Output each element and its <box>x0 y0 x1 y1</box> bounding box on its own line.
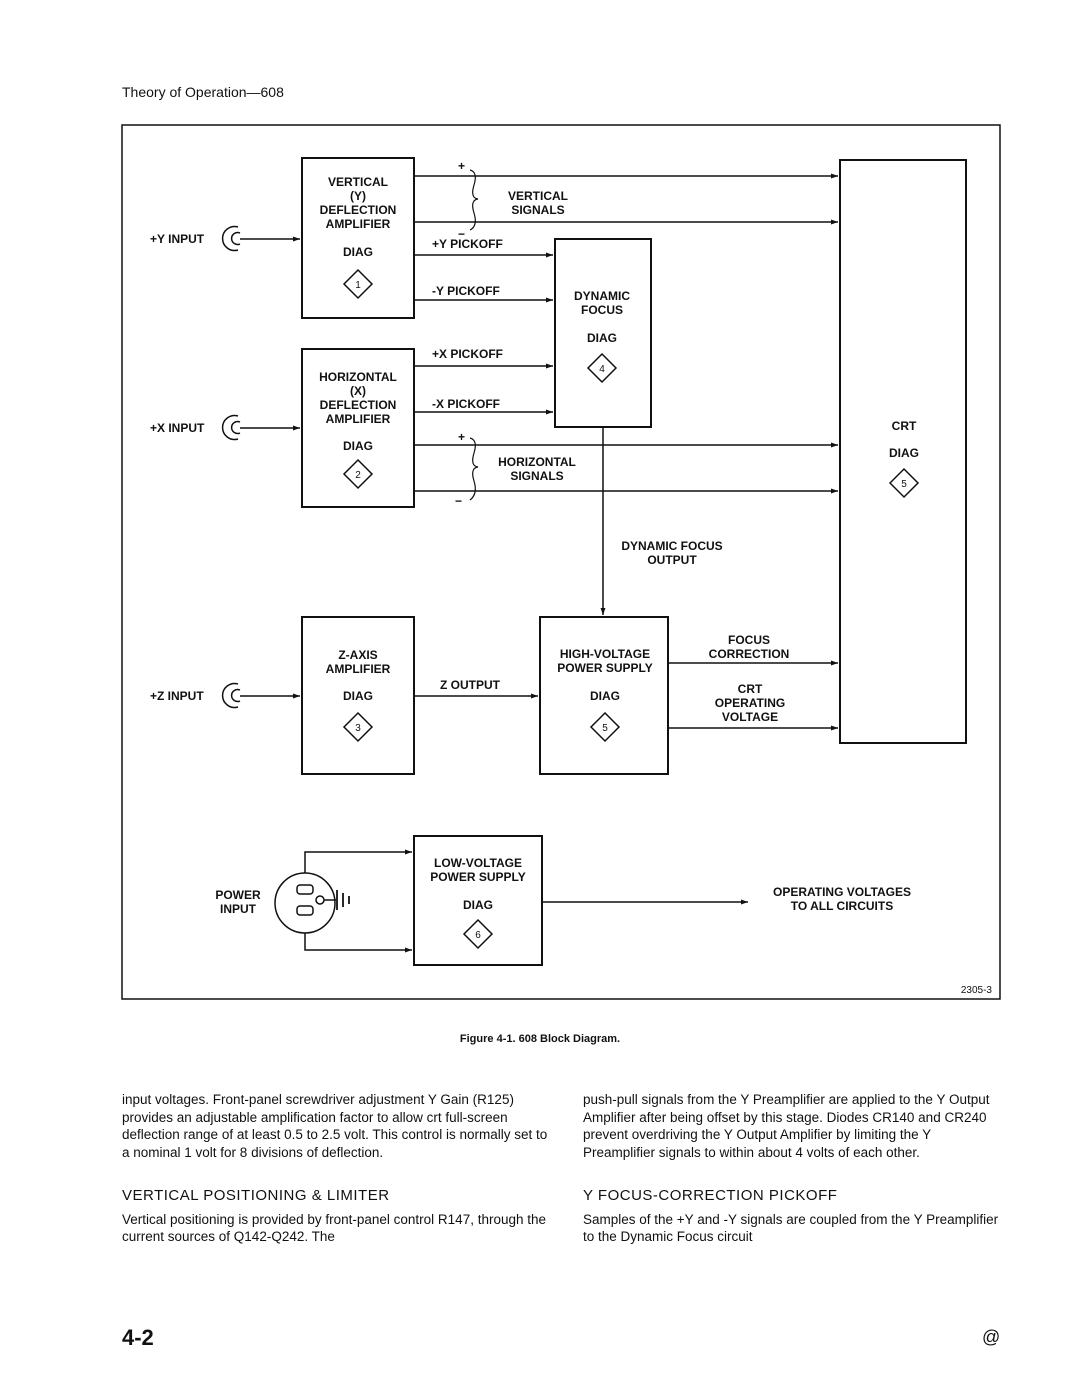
vertical-signals-label: VERTICAL <box>508 189 568 203</box>
figure-caption: Figure 4-1. 608 Block Diagram. <box>459 1033 621 1045</box>
hv-supply-text: HIGH-VOLTAGE POWER SUPPLY DIAG <box>557 647 653 703</box>
svg-text:HIGH-VOLTAGE: HIGH-VOLTAGE <box>560 647 650 661</box>
diag-1-icon: 1 <box>342 268 374 300</box>
crt-operating-voltage-label-3: VOLTAGE <box>722 710 778 724</box>
svg-text:6: 6 <box>475 930 481 941</box>
svg-text:(X): (X) <box>350 384 366 398</box>
svg-text:DIAG: DIAG <box>343 689 373 703</box>
focus-correction-label-2: CORRECTION <box>709 647 790 661</box>
ground-icon <box>336 890 350 910</box>
diag-6-icon: 6 <box>462 918 494 950</box>
svg-text:5: 5 <box>602 723 608 734</box>
svg-text:1: 1 <box>355 280 361 291</box>
horizontal-amp-text: HORIZONTAL (X) DEFLECTION AMPLIFIER DIAG <box>319 370 397 453</box>
svg-text:FOCUS: FOCUS <box>581 303 623 317</box>
svg-text:DIAG: DIAG <box>463 898 493 912</box>
svg-text:DIAG: DIAG <box>587 331 617 345</box>
footer-mark: @ <box>982 1327 1001 1347</box>
left-column: input voltages. Front-panel screwdriver … <box>122 1091 552 1246</box>
horizontal-signals-label: HORIZONTAL <box>498 455 576 469</box>
hv-supply-block <box>539 616 669 775</box>
right-paragraph-1: push-pull signals from the Y Preamplifie… <box>583 1092 990 1160</box>
block-diagram: VERTICAL (Y) DEFLECTION AMPLIFIER DIAG 1… <box>121 124 1001 1000</box>
power-input-label: POWER <box>215 888 261 902</box>
vertical-amp-block <box>301 157 415 319</box>
svg-text:(Y): (Y) <box>350 189 366 203</box>
z-output-label: Z OUTPUT <box>440 678 501 692</box>
x-input-label: +X INPUT <box>150 421 205 435</box>
figure-id: 2305-3 <box>961 985 993 996</box>
left-paragraph-2: Vertical positioning is provided by fron… <box>122 1211 547 1245</box>
diag-4-icon: 4 <box>586 352 618 384</box>
bnc-connector-icon <box>221 414 241 441</box>
crt-block <box>839 159 967 744</box>
svg-text:5: 5 <box>901 479 907 490</box>
svg-text:HORIZONTAL: HORIZONTAL <box>319 370 397 384</box>
crt-operating-voltage-label: CRT <box>738 682 763 696</box>
svg-text:DIAG: DIAG <box>343 439 373 453</box>
operating-voltages-label: OPERATING VOLTAGES <box>773 885 911 899</box>
svg-text:AMPLIFIER: AMPLIFIER <box>326 662 391 676</box>
lv-supply-text: LOW-VOLTAGE POWER SUPPLY DIAG <box>430 856 526 912</box>
svg-text:Z-AXIS: Z-AXIS <box>338 648 377 662</box>
svg-text:DIAG: DIAG <box>590 689 620 703</box>
svg-text:3: 3 <box>355 723 361 734</box>
svg-text:CRT: CRT <box>892 419 917 433</box>
horizontal-signals-label-2: SIGNALS <box>510 469 563 483</box>
svg-text:AMPLIFIER: AMPLIFIER <box>326 412 391 426</box>
plus-y-pickoff-label: +Y PICKOFF <box>432 237 503 251</box>
vertical-amp-text: VERTICAL (Y) DEFLECTION AMPLIFIER DIAG <box>320 175 397 259</box>
plus-sign: + <box>458 159 465 173</box>
crt-operating-voltage-label-2: OPERATING <box>715 696 785 710</box>
svg-text:POWER SUPPLY: POWER SUPPLY <box>557 661 653 675</box>
dynamic-focus-output-label-2: OUTPUT <box>647 553 697 567</box>
y-input-label: +Y INPUT <box>150 232 205 246</box>
page-number: 4-2 <box>122 1325 154 1350</box>
z-input-label: +Z INPUT <box>150 689 204 703</box>
right-column: push-pull signals from the Y Preamplifie… <box>583 1091 1003 1246</box>
diag-5-icon: 5 <box>589 711 621 743</box>
svg-text:DIAG: DIAG <box>343 245 373 259</box>
diag-3-icon: 3 <box>342 711 374 743</box>
svg-text:DEFLECTION: DEFLECTION <box>320 398 397 412</box>
vertical-signals-label-2: SIGNALS <box>511 203 564 217</box>
minus-sign: − <box>458 227 465 241</box>
bnc-connector-icon <box>221 225 241 252</box>
svg-text:POWER SUPPLY: POWER SUPPLY <box>430 870 526 884</box>
power-input-label-2: INPUT <box>220 902 257 916</box>
svg-text:LOW-VOLTAGE: LOW-VOLTAGE <box>434 856 522 870</box>
svg-text:4: 4 <box>599 364 605 375</box>
svg-text:AMPLIFIER: AMPLIFIER <box>326 217 391 231</box>
dynamic-focus-output-label: DYNAMIC FOCUS <box>621 539 722 553</box>
svg-text:2: 2 <box>355 470 361 481</box>
svg-text:VERTICAL: VERTICAL <box>328 175 388 189</box>
focus-correction-label: FOCUS <box>728 633 770 647</box>
plus-sign: + <box>458 430 465 444</box>
diagram-frame <box>121 124 1001 1000</box>
right-section-heading: Y FOCUS-CORRECTION PICKOFF <box>583 1187 838 1204</box>
zaxis-amp-text: Z-AXIS AMPLIFIER DIAG <box>326 648 391 703</box>
minus-x-pickoff-label: -X PICKOFF <box>432 397 500 411</box>
svg-text:DIAG: DIAG <box>889 446 919 460</box>
minus-sign: − <box>455 494 462 508</box>
bnc-connector-icon <box>221 682 241 709</box>
power-plug-icon <box>274 872 336 934</box>
page-header: Theory of Operation—608 <box>122 84 284 100</box>
lv-supply-block <box>413 835 543 966</box>
horizontal-brace <box>469 437 479 501</box>
dynamic-focus-text: DYNAMIC FOCUS DIAG <box>574 289 630 345</box>
vertical-brace <box>469 169 479 231</box>
horizontal-amp-block <box>301 348 415 508</box>
minus-y-pickoff-label: -Y PICKOFF <box>432 284 500 298</box>
plus-x-pickoff-label: +X PICKOFF <box>432 347 503 361</box>
crt-text: CRT DIAG <box>889 419 919 460</box>
diag-5-crt-icon: 5 <box>888 467 920 499</box>
diag-2-icon: 2 <box>342 458 374 490</box>
operating-voltages-label-2: TO ALL CIRCUITS <box>791 899 893 913</box>
svg-text:DEFLECTION: DEFLECTION <box>320 203 397 217</box>
svg-text:DYNAMIC: DYNAMIC <box>574 289 630 303</box>
right-paragraph-2: Samples of the +Y and -Y signals are cou… <box>583 1211 999 1245</box>
left-section-heading: VERTICAL POSITIONING & LIMITER <box>122 1187 390 1204</box>
left-paragraph-1: input voltages. Front-panel screwdriver … <box>122 1092 548 1160</box>
